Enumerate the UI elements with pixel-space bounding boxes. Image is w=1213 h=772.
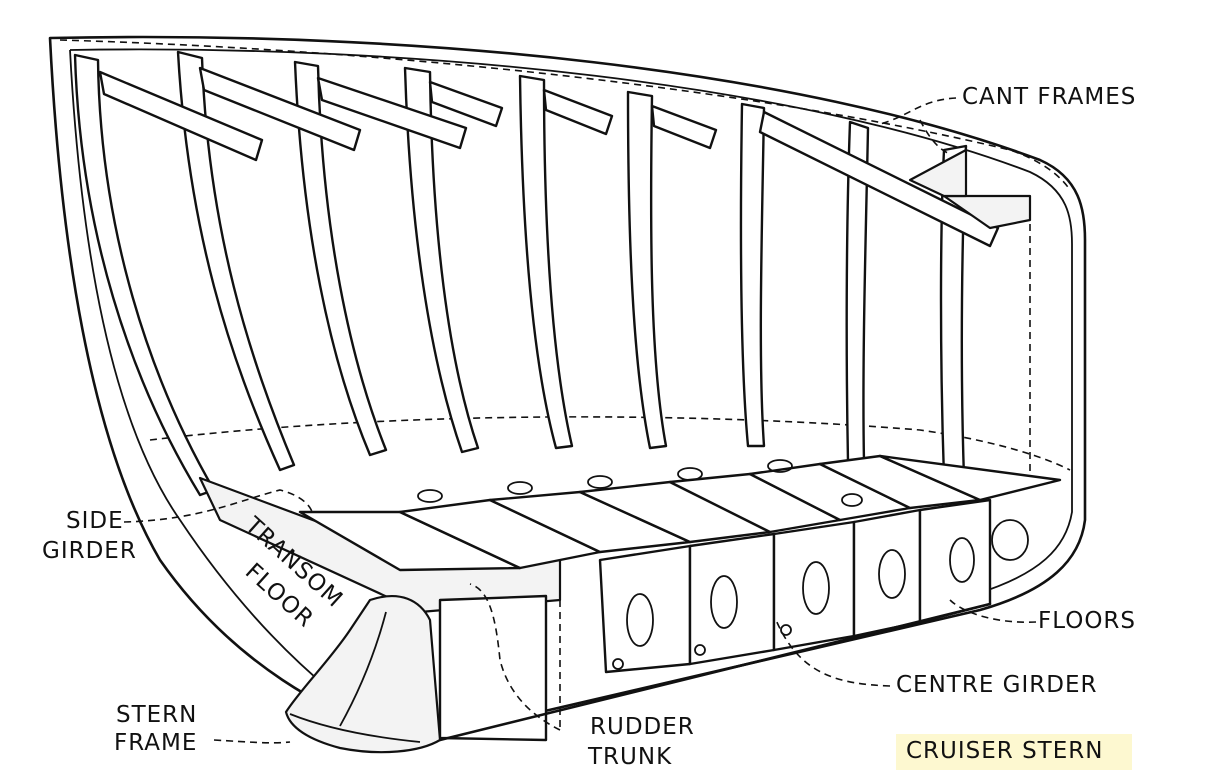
label-rudder-trunk-line2: TRUNK [588, 744, 673, 770]
label-side-girder-line1: SIDE [66, 508, 124, 534]
caption-highlight [896, 734, 1132, 770]
stern-frame-casting [284, 595, 442, 754]
cant-frames [73, 50, 968, 497]
bottom-structure [198, 454, 1062, 742]
label-stern-frame-line2: FRAME [114, 730, 198, 756]
label-cant-frames: CANT FRAMES [962, 84, 1137, 110]
leaders [123, 97, 1037, 744]
label-rudder-trunk-line1: RUDDER [590, 714, 695, 740]
label-floors: FLOORS [1038, 608, 1137, 634]
label-side-girder-line2: GIRDER [42, 538, 137, 564]
deck-beams [98, 66, 1032, 248]
label-centre-girder: CENTRE GIRDER [896, 672, 1098, 698]
caption-cruiser-stern: CRUISER STERN [906, 738, 1104, 764]
label-stern-frame-line1: STERN [116, 702, 198, 728]
hull-shell [48, 35, 1087, 742]
